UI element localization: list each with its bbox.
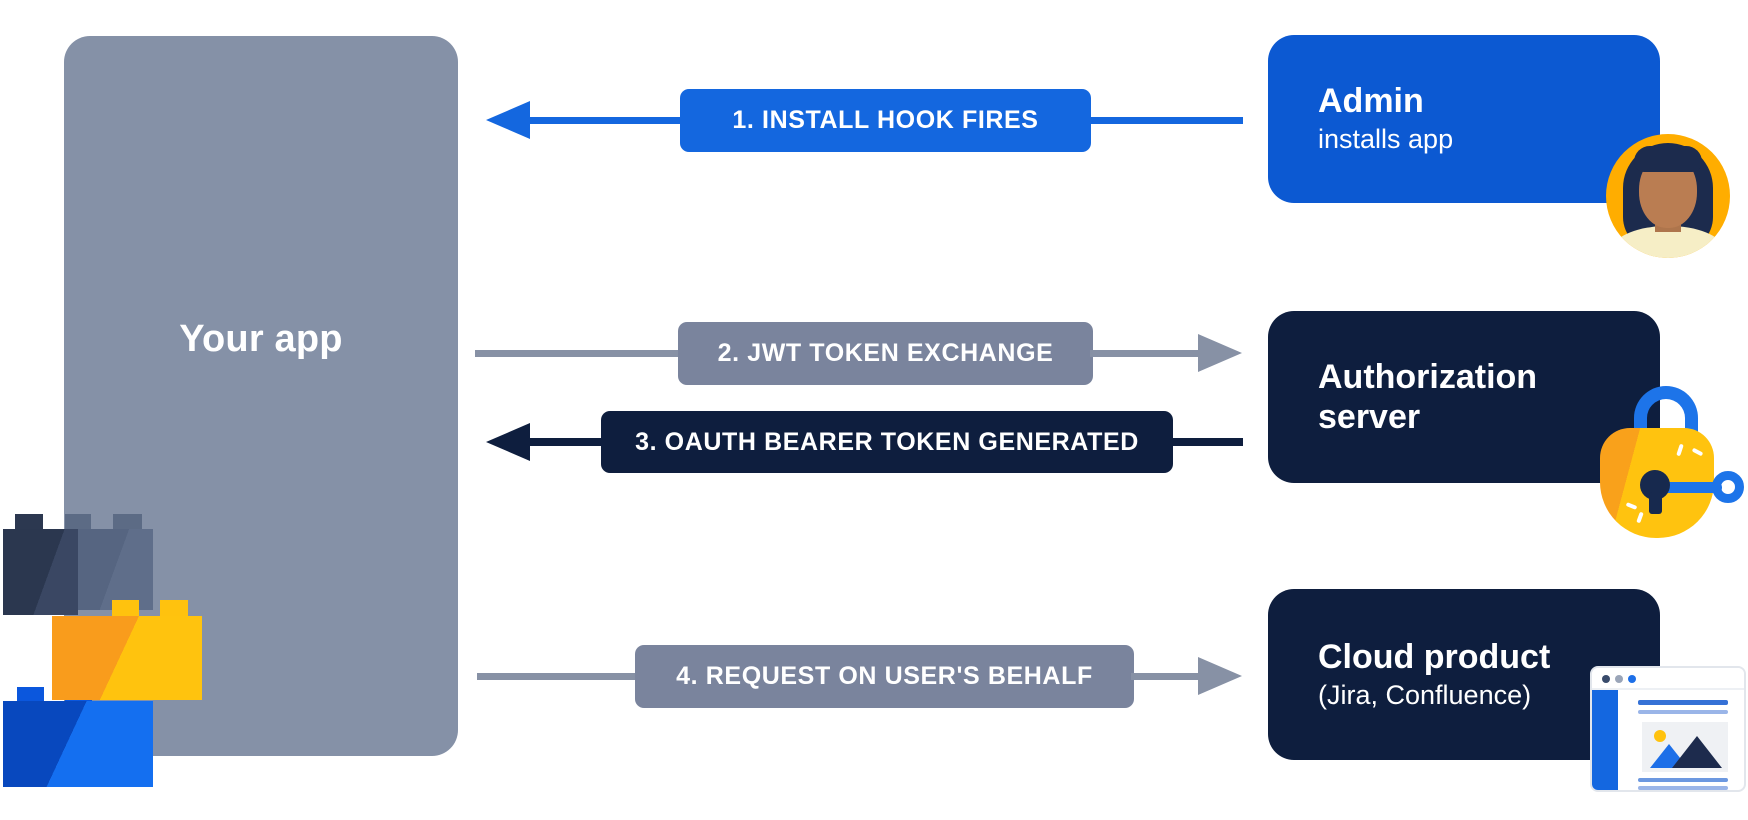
node-auth-title: Authorization server (1318, 357, 1538, 436)
lego-stud (112, 600, 139, 617)
your-app-label: Your app (179, 318, 343, 360)
lego-stud (15, 514, 43, 530)
arrow3-line (527, 438, 605, 446)
arrow3-label: 3. OAUTH BEARER TOKEN GENERATED (601, 411, 1173, 473)
lego-stud (113, 514, 142, 530)
arrow4-label: 4. REQUEST ON USER'S BEHALF (635, 645, 1134, 708)
lego-stud (65, 514, 91, 530)
node-authorization-server: Authorization server (1268, 311, 1660, 483)
arrow2-line (1090, 350, 1200, 357)
browser-dot (1615, 675, 1623, 683)
arrow1-line (527, 117, 683, 124)
lego-brick-body (3, 701, 153, 787)
lego-stud (160, 600, 188, 617)
browser-text-line (1638, 786, 1728, 790)
lego-brick-navy (3, 514, 78, 615)
lego-brick-body (3, 529, 78, 615)
arrow4-line (477, 673, 637, 680)
arrow2-right-arrowhead (1198, 334, 1242, 372)
arrow1-left-arrowhead (486, 101, 530, 139)
arrow2-label: 2. JWT TOKEN EXCHANGE (678, 322, 1093, 385)
keyhole-stem (1649, 492, 1662, 514)
arrow1-label: 1. INSTALL HOOK FIRES (680, 89, 1091, 152)
node-admin-title: Admin (1318, 82, 1424, 121)
lego-stud (17, 687, 44, 702)
image-sun-icon (1654, 730, 1666, 742)
admin-avatar-icon (1606, 134, 1730, 258)
arrow1-line (1088, 117, 1243, 124)
key-ring (1712, 471, 1744, 503)
browser-dot (1628, 675, 1636, 683)
avatar-fringe (1634, 146, 1702, 172)
node-cloud-title: Cloud product (1318, 637, 1551, 676)
browser-text-line (1638, 778, 1728, 782)
lego-brick-yellow (52, 600, 202, 700)
arrow4-right-arrowhead (1198, 657, 1242, 695)
browser-text-line (1638, 700, 1728, 705)
arrow4-line (1131, 673, 1200, 680)
image-mountain-icon (1672, 736, 1722, 768)
browser-topbar (1592, 668, 1744, 690)
node-cloud-subtitle: (Jira, Confluence) (1318, 679, 1532, 710)
browser-text-line (1638, 710, 1728, 714)
arrow3-line (1170, 438, 1243, 446)
browser-dot (1602, 675, 1610, 683)
lego-brick-gray (64, 514, 153, 610)
arrow2-line (475, 350, 681, 357)
node-admin: Admin installs app (1268, 35, 1660, 203)
node-admin-subtitle: installs app (1318, 124, 1454, 155)
browser-window-icon (1590, 666, 1746, 792)
browser-sidebar (1592, 690, 1618, 790)
key-bar (1656, 482, 1722, 493)
lego-brick-body (64, 529, 153, 610)
lock-key-icon (1600, 386, 1748, 538)
browser-image-placeholder (1642, 722, 1728, 772)
lego-brick-blue (3, 687, 153, 787)
lego-brick-body (52, 616, 202, 700)
arrow3-left-arrowhead (486, 423, 530, 461)
